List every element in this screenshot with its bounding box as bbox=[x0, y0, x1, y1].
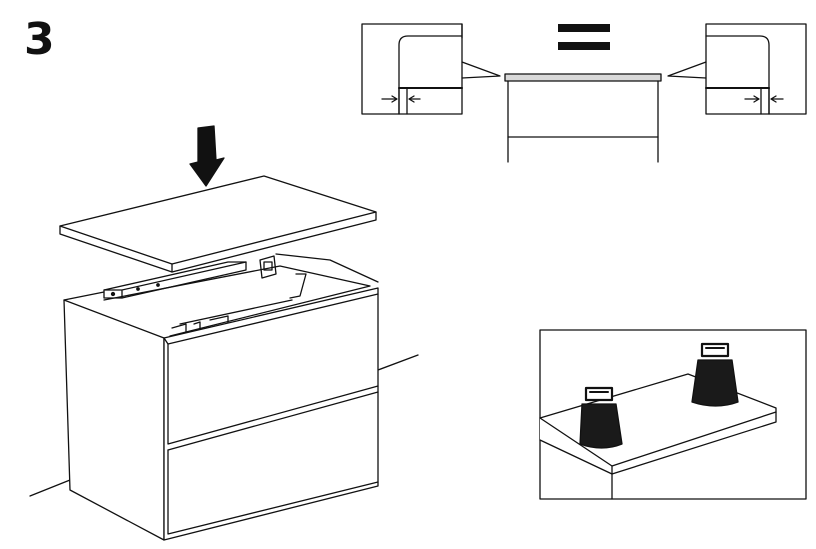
center-cross-section bbox=[504, 73, 662, 163]
back-rail bbox=[103, 255, 277, 299]
cabinet-assembly bbox=[29, 125, 419, 541]
left-zoom-box bbox=[361, 23, 463, 115]
top-panel bbox=[59, 175, 377, 273]
weight-right-icon bbox=[691, 342, 739, 407]
weights-detail bbox=[540, 329, 807, 499]
cabinet-body bbox=[63, 253, 379, 541]
alignment-detail bbox=[361, 23, 807, 163]
step-number: 3 bbox=[24, 14, 55, 65]
right-zoom-box bbox=[705, 23, 807, 115]
down-arrow-icon bbox=[189, 125, 225, 187]
equals-icon bbox=[558, 24, 610, 50]
weight-left-icon bbox=[579, 386, 623, 449]
